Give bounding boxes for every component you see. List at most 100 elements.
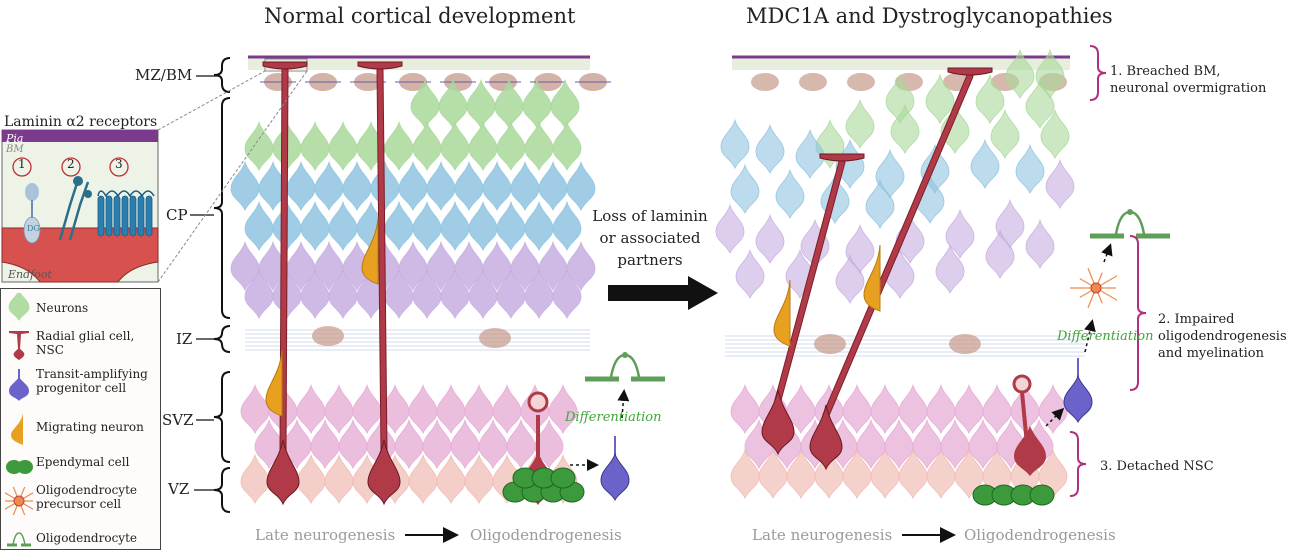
cp-neuron-blue xyxy=(426,160,456,211)
receptor-number-circle-2 xyxy=(61,157,81,177)
svz-cell xyxy=(240,383,270,434)
svz-cell-right xyxy=(968,418,998,469)
receptor-number-circle-1 xyxy=(12,157,32,177)
cp-neuron-green xyxy=(384,120,414,171)
vz-cell xyxy=(296,453,326,504)
opc-right xyxy=(1070,267,1118,309)
overmigrated-neuron xyxy=(975,73,1005,124)
inset-endfoot xyxy=(1,227,159,283)
receptor-3-tm-helix xyxy=(97,195,105,237)
cp-neuron-purple xyxy=(426,240,456,291)
vz-cell-right xyxy=(786,448,816,499)
svz-cell xyxy=(394,418,424,469)
vz-cell xyxy=(464,453,494,504)
dashed-arrow-right-1 xyxy=(1045,407,1065,427)
cp-neuron-blue xyxy=(230,160,260,211)
legend-progenitor-shape xyxy=(9,377,29,401)
overmigrated-neuron xyxy=(1025,218,1055,269)
overmigrated-neuron xyxy=(970,138,1000,189)
cp-neuron-green xyxy=(440,120,470,171)
inset-connector-top xyxy=(157,70,266,131)
annotation-2-line-2: oligodendrogenesis xyxy=(1158,329,1287,344)
differentiation-label-left: Differentiation xyxy=(565,410,662,425)
cp-neuron-green xyxy=(244,120,274,171)
vz-cell xyxy=(408,453,438,504)
iz-neuron xyxy=(312,326,344,346)
receptor-3-tm-helix xyxy=(137,195,145,237)
legend-label-migrating: Migrating neuron xyxy=(36,420,144,434)
receptor-2-head xyxy=(73,176,83,186)
detached-radial-glia-1 xyxy=(761,153,865,456)
nsc-apical-ring-right xyxy=(1012,374,1032,394)
legend-label-opc: Oligodendrocyte precursor cell xyxy=(36,483,137,511)
annotation-1: 1. Breached BM, neuronal overmigration xyxy=(1110,63,1266,97)
cp-neuron-blue xyxy=(538,160,568,211)
cp-neuron-purple xyxy=(440,268,470,319)
svz-cell-right xyxy=(884,418,914,469)
mz-neuron-right xyxy=(751,73,779,91)
overmigrated-neuron xyxy=(895,213,925,264)
oligodendrocyte-right xyxy=(1090,209,1170,239)
transition-line-2: or associated xyxy=(599,229,701,247)
receptor-3-tm-helix xyxy=(121,195,129,237)
disease-title: MDC1A and Dystroglycanopathies xyxy=(746,4,1113,28)
dashed-arrow-right-2 xyxy=(1084,319,1096,353)
migrating-neuron-cp xyxy=(361,217,379,285)
svz-cell xyxy=(338,418,368,469)
ependymal-cells-right xyxy=(972,484,1055,506)
zone-label-vz: VZ xyxy=(168,480,190,498)
svz-cell xyxy=(478,418,508,469)
overmigrated-neuron xyxy=(735,248,765,299)
overmigrated-neuron xyxy=(775,168,805,219)
legend-label-neurons: Neurons xyxy=(36,301,89,315)
svz-cell xyxy=(324,383,354,434)
vz-cell-right xyxy=(758,448,788,499)
overmigrated-neuron xyxy=(985,228,1015,279)
cp-neuron-blue xyxy=(342,160,372,211)
cp-neuron-green xyxy=(468,120,498,171)
cp-neuron-purple xyxy=(384,268,414,319)
annotation-1-line-1: 1. Breached BM, xyxy=(1110,64,1221,79)
svz-cell-right xyxy=(730,383,760,434)
cp-neuron-purple xyxy=(300,268,330,319)
receptor-number-3: 3 xyxy=(115,157,123,171)
overmigrated-neuron xyxy=(1025,78,1055,129)
overmigrated-neuron xyxy=(1005,48,1035,99)
cp-neuron-blue xyxy=(370,160,400,211)
nsc-cell-body-right xyxy=(1014,426,1046,476)
cp-neuron-purple xyxy=(398,240,428,291)
cp-neuron-green xyxy=(466,78,496,129)
legend-opc-shape xyxy=(0,480,41,522)
cp-neuron-blue xyxy=(440,200,470,251)
zone-label-cp: CP xyxy=(166,206,188,224)
cp-neuron-purple xyxy=(566,240,596,291)
inset-pia-label: Pia xyxy=(6,132,24,145)
legend-label-ependymal: Ependymal cell xyxy=(36,455,130,469)
cp-neuron-blue xyxy=(482,160,512,211)
receptor-1-alpha-dg xyxy=(25,183,39,201)
normal-cortex-panel xyxy=(230,55,665,506)
cp-neuron-green xyxy=(300,120,330,171)
inset-pia-band xyxy=(2,130,158,142)
connectors xyxy=(1,45,1147,543)
progenitor-icon xyxy=(5,367,33,401)
receptor-3-tm-helix xyxy=(129,195,137,237)
transition-arrow xyxy=(608,276,718,310)
dg-label: DG xyxy=(27,224,40,233)
cp-neuron-purple xyxy=(314,240,344,291)
progenitor-left xyxy=(600,436,630,502)
zone-label-mzbm: MZ/BM xyxy=(135,66,193,84)
basement-membrane xyxy=(248,58,590,70)
overmigrated-neuron xyxy=(940,103,970,154)
cp-neuron-purple xyxy=(454,240,484,291)
transition-text: Loss of laminin or associated partners xyxy=(586,205,714,271)
cp-neuron-purple xyxy=(482,240,512,291)
svz-cell xyxy=(296,383,326,434)
svz-cell-right xyxy=(842,383,872,434)
svz-cell-right xyxy=(870,383,900,434)
overmigrated-neuron xyxy=(835,253,865,304)
cp-neuron-blue xyxy=(300,200,330,251)
overmigrated-neuron xyxy=(795,128,825,179)
progenitor-right xyxy=(1063,358,1093,424)
bottom-left-to: Oligodendrogenesis xyxy=(470,526,622,544)
